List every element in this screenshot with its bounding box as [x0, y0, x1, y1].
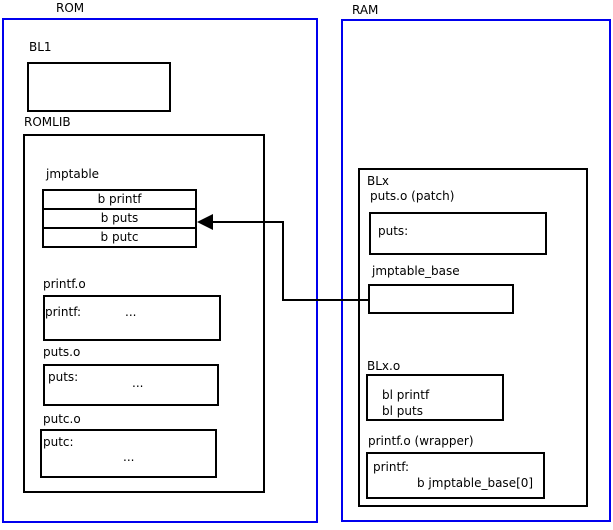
printf-ellipsis: ... [125, 305, 137, 319]
putc-ellipsis: ... [123, 450, 135, 464]
ram-title: RAM [352, 3, 379, 17]
printf-o-label: printf.o [43, 277, 86, 291]
romlib-label: ROMLIB [24, 115, 71, 129]
rom-title: ROM [56, 1, 85, 15]
rom-frame: BL1 ROMLIB jmptable b printf b puts b pu… [2, 18, 318, 523]
printf-symbol: printf: [45, 305, 82, 319]
jmptable-row-b-puts: b puts [42, 208, 197, 229]
putc-o-label: putc.o [43, 412, 81, 426]
romlib-box: jmptable b printf b puts b putc printf.o… [23, 134, 265, 493]
blx-box: BLx puts.o (patch) puts: jmptable_base B… [358, 168, 588, 507]
printf-o-box: printf: ... [43, 295, 221, 341]
blx-o-line-bl-puts: bl puts [382, 404, 423, 418]
puts-patch-symbol: puts: [378, 224, 409, 238]
jmptable-base-label: jmptable_base [372, 264, 460, 278]
puts-o-box: puts: ... [43, 364, 219, 406]
blx-o-box: bl printf bl puts [366, 374, 504, 421]
printf-wrapper-box: printf: b jmptable_base[0] [366, 452, 545, 499]
jmptable-box: b printf b puts b putc [42, 189, 197, 248]
jmptable-row-b-printf: b printf [42, 189, 197, 210]
putc-symbol: putc: [43, 435, 74, 449]
puts-o-label: puts.o [43, 345, 81, 359]
puts-ellipsis: ... [132, 376, 144, 390]
bl1-label: BL1 [29, 40, 52, 54]
blx-label: BLx [367, 174, 390, 188]
printf-wrapper-body: b jmptable_base[0] [417, 476, 534, 490]
bl1-box [27, 62, 171, 112]
blx-o-label: BLx.o [367, 359, 401, 373]
ram-frame: BLx puts.o (patch) puts: jmptable_base B… [341, 19, 611, 522]
puts-symbol: puts: [48, 370, 79, 384]
puts-patch-box: puts: [369, 212, 547, 255]
blx-o-line-bl-printf: bl printf [382, 388, 430, 402]
printf-wrapper-label: printf.o (wrapper) [368, 434, 474, 448]
jmptable-base-box [368, 284, 514, 314]
jmptable-label: jmptable [46, 167, 100, 181]
putc-o-box: putc: ... [40, 429, 217, 478]
printf-wrapper-symbol: printf: [373, 460, 410, 474]
puts-patch-label: puts.o (patch) [370, 189, 455, 203]
jmptable-row-b-putc: b putc [42, 227, 197, 248]
